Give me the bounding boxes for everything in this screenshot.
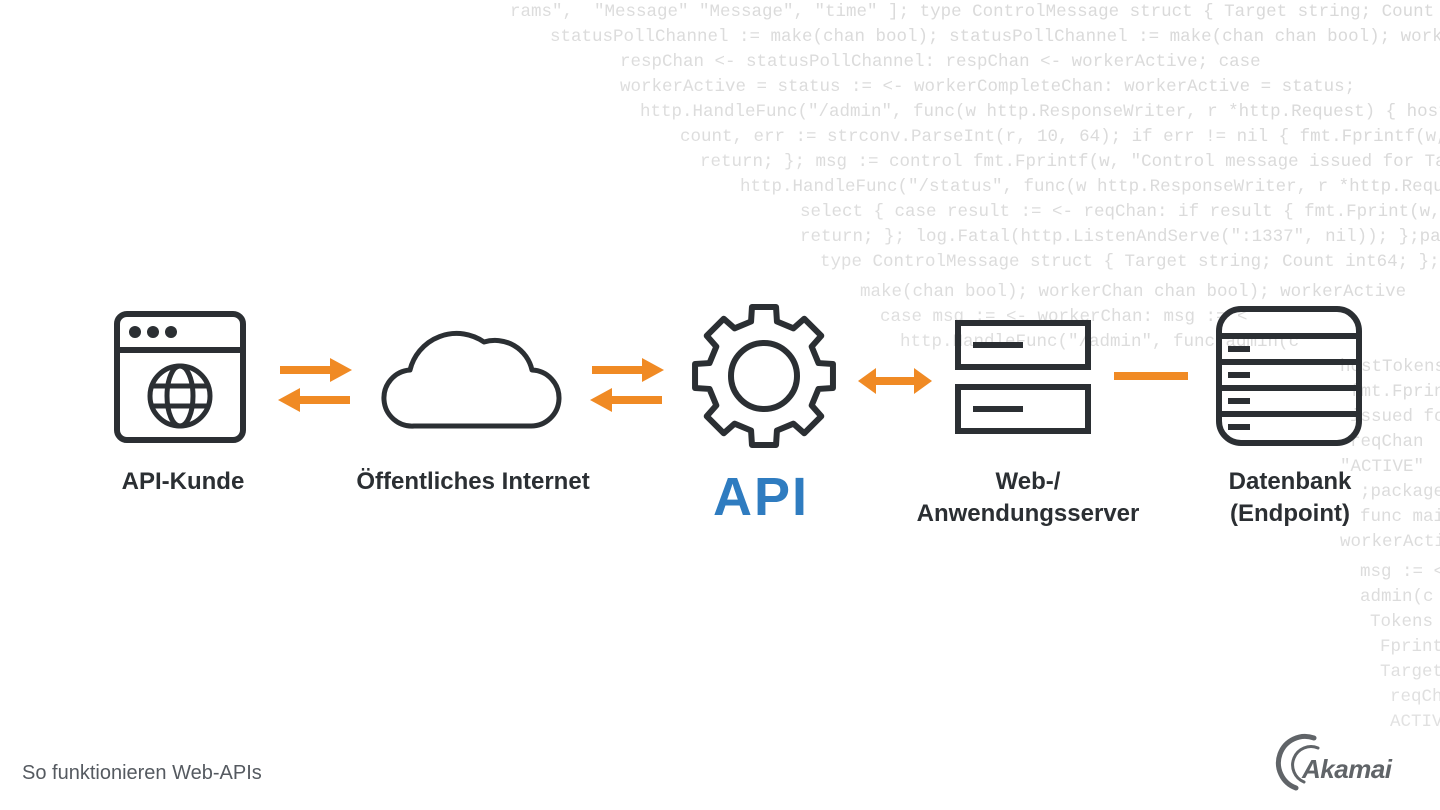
diagram-caption: So funktionieren Web-APIs [22, 762, 262, 784]
server-label-line2: Anwendungsserver [916, 500, 1140, 527]
api-label: API [712, 467, 810, 527]
code-line: msg := < [1360, 562, 1440, 582]
database-label-line2: (Endpoint) [1230, 500, 1350, 527]
code-line: Tokens [1370, 612, 1434, 632]
code-line: workerActive = status := <- workerComple… [620, 77, 1356, 97]
akamai-logo-text: Akamai [1302, 754, 1392, 784]
code-line: statusPollChannel := make(chan bool); st… [550, 27, 1440, 47]
code-line: type ControlMessage struct { Target stri… [820, 252, 1440, 272]
code-line: "ACTIVE" [1340, 457, 1425, 477]
server-label-line1: Web-/ [995, 468, 1061, 495]
code-line: func main [1360, 507, 1440, 527]
database-label-line1: Datenbank [1228, 468, 1352, 495]
code-line: hostTokens [1340, 357, 1440, 377]
code-line: http.HandleFunc("/admin", func(w http.Re… [640, 102, 1440, 122]
code-line: respChan <- statusPollChannel: respChan … [620, 52, 1261, 72]
code-line: ACTIVE [1390, 712, 1440, 732]
database-label: Datenbank (Endpoint) [1190, 466, 1390, 530]
code-line: count, err := strconv.ParseInt(r, 10, 64… [680, 127, 1440, 147]
bidirectional-arrows-icon [588, 356, 666, 419]
code-line: return; }; log.Fatal(http.ListenAndServe… [800, 227, 1440, 247]
server-label: Web-/ Anwendungsserver [896, 466, 1160, 530]
bidirectional-arrows-icon [276, 356, 354, 419]
code-line: fmt.Fprintf(w, [1350, 382, 1440, 402]
browser-globe-icon [113, 310, 247, 449]
code-line: reqChan [1350, 432, 1424, 452]
code-line: Fprintf [1380, 637, 1440, 657]
double-headed-arrow-icon [856, 366, 934, 401]
server-rack-icon [955, 320, 1091, 439]
code-line: reqChan [1390, 687, 1440, 707]
code-line: admin(c [1360, 587, 1434, 607]
cloud-icon [380, 320, 564, 437]
code-line: workerActi [1340, 532, 1440, 552]
akamai-logo: Akamai [1270, 732, 1420, 792]
code-line: http.HandleFunc("/status", func(w http.R… [740, 177, 1440, 197]
internet-label: Öffentliches Internet [356, 468, 590, 495]
client-label: API-Kunde [121, 468, 245, 495]
connector-line [1114, 372, 1188, 380]
code-line: return; }; msg := control fmt.Fprintf(w,… [700, 152, 1440, 172]
code-line: issued for Target [1350, 407, 1440, 427]
database-icon [1216, 306, 1362, 451]
code-line: make(chan bool); workerChan chan bool); … [860, 282, 1407, 302]
code-line: select { case result := <- reqChan: if r… [800, 202, 1440, 222]
code-line: rams", "Message" "Message", "time" ]; ty… [510, 2, 1440, 22]
code-line: Target [1380, 662, 1440, 682]
code-line: ;package [1360, 482, 1440, 502]
gear-icon [688, 300, 840, 457]
